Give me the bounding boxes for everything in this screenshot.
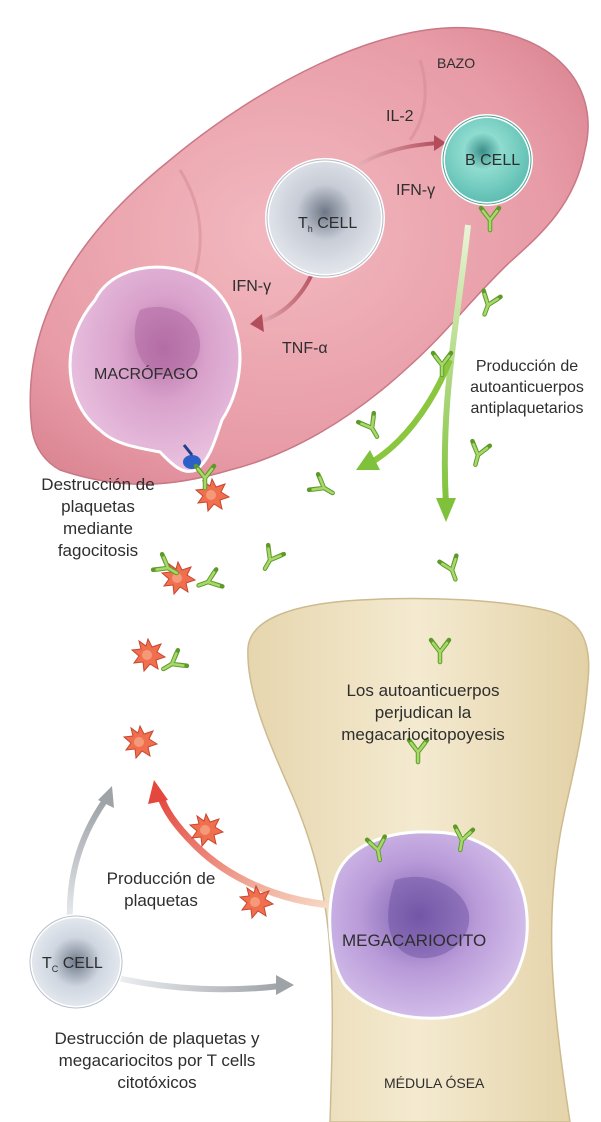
antibody-icon [467, 441, 490, 467]
antibody-icon [358, 413, 385, 441]
platelet [195, 478, 230, 512]
platelet [131, 638, 166, 672]
megakaryopoiesis-label: Los autoanticuerpos perjudican la megaca… [341, 681, 505, 744]
macrophage-label: MACRÓFAGO [94, 366, 199, 383]
antibody-icon [476, 291, 500, 318]
spleen-label: BAZO [437, 55, 476, 71]
macrophage [68, 265, 242, 473]
tc-arrow-right [117, 975, 281, 993]
phagocytosis-label: Destrucción de plaquetas mediante fagoci… [41, 475, 155, 560]
th-cell-label: Th CELL [298, 215, 358, 235]
antibody-icon [159, 650, 187, 677]
platelet-production-label: Producción de plaquetas [106, 869, 216, 910]
bone-marrow-label: MÉDULA ÓSEA [384, 1075, 485, 1091]
tc-cell-label: TC CELL [42, 955, 103, 975]
tnf-label: TNF-α [282, 340, 328, 357]
b-cell-label: B CELL [465, 152, 521, 169]
platelet [123, 725, 158, 759]
antibody-icon [196, 569, 223, 593]
cytotoxic-label: Destrucción de plaquetas y megacariocito… [54, 1029, 260, 1092]
antibody-icon [309, 474, 337, 501]
platelet-production-arrow [156, 793, 331, 909]
il2-label: IL-2 [386, 108, 414, 125]
ifn-mac-label: IFN-γ [232, 278, 272, 295]
autoantibody-production-label: Producción de autoanticuerpos antiplaque… [470, 358, 584, 417]
ifn-b-label: IFN-γ [396, 182, 436, 199]
platelet [239, 885, 274, 919]
tc-arrow-up [66, 800, 107, 926]
megakaryocyte [328, 830, 529, 1020]
antibody-icon [439, 556, 463, 583]
antibody-icon [257, 545, 284, 573]
megakaryocyte-label: MEGACARIOCITO [342, 931, 487, 950]
th-cell [265, 158, 385, 278]
il2-arrow [357, 141, 439, 167]
b-cell [441, 114, 533, 206]
tc-cell [28, 914, 124, 1010]
